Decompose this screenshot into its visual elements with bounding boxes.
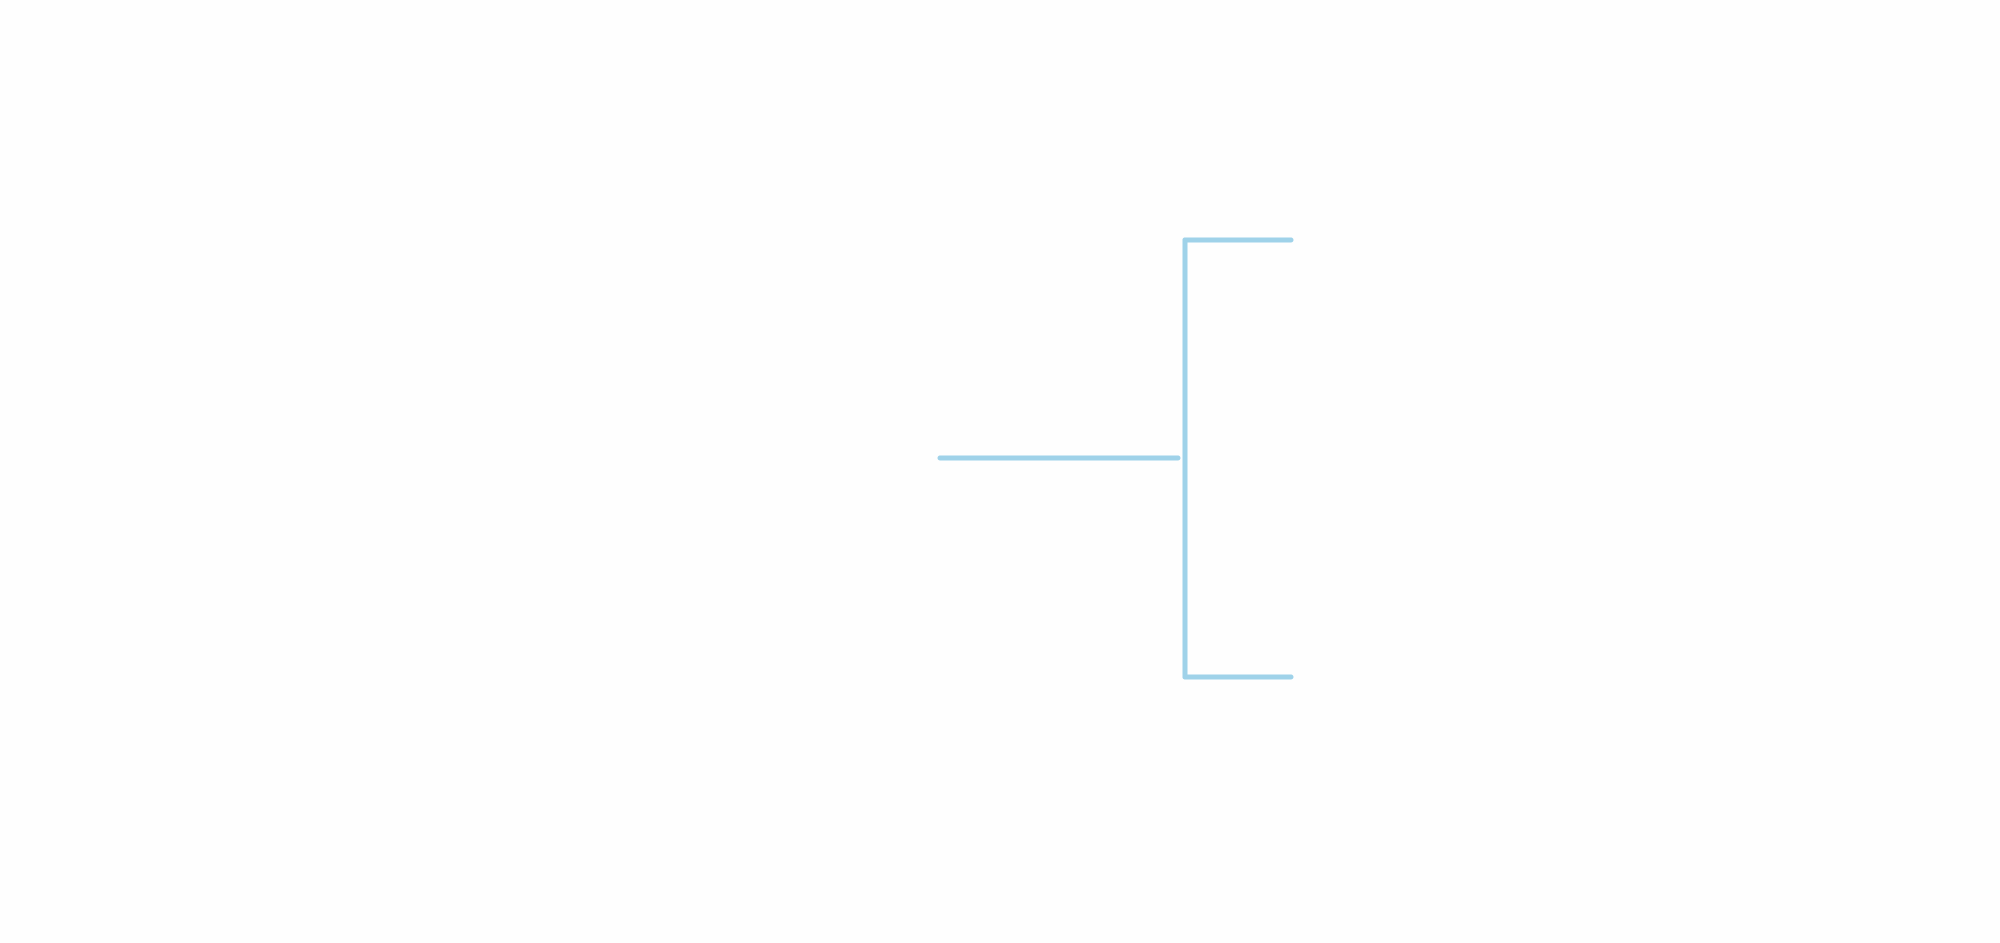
mind-map-connectors xyxy=(937,237,1294,680)
